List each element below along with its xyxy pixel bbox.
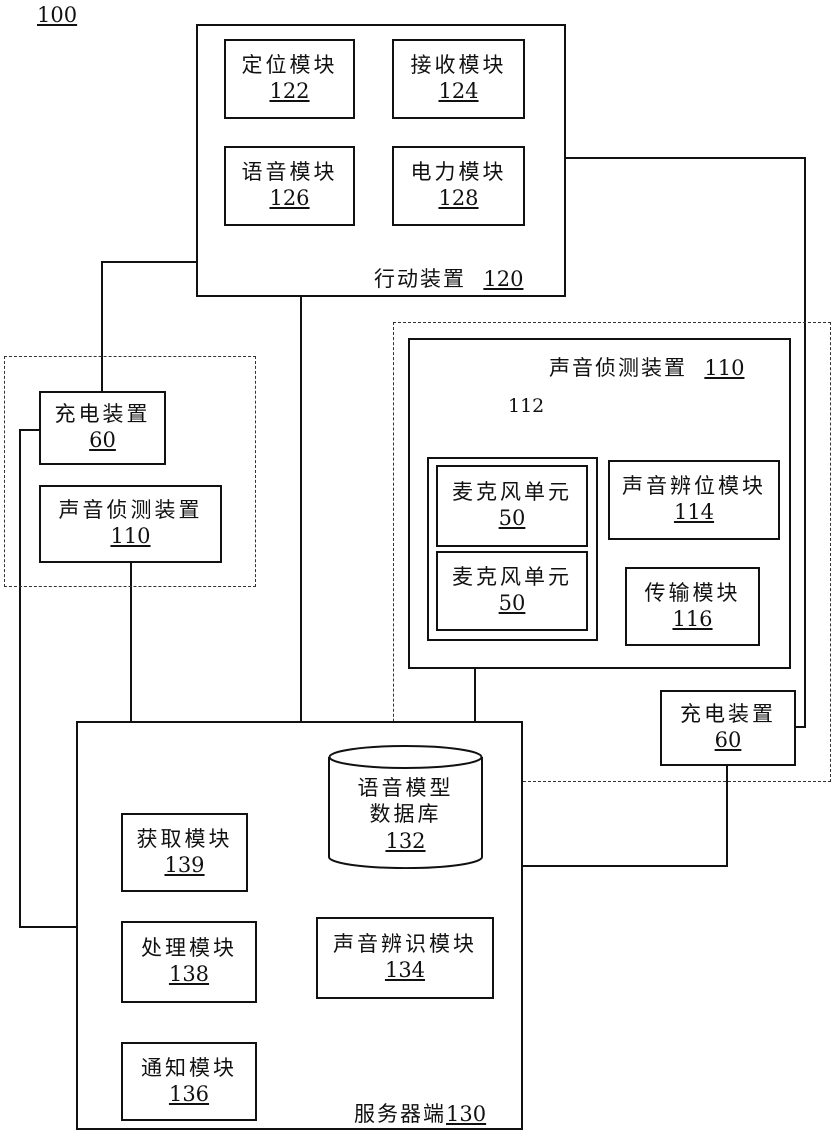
left-charger: 充电装置 60 xyxy=(39,391,166,465)
module-ref: 122 xyxy=(269,78,309,105)
left-sound-detector: 声音侦测装置 110 xyxy=(39,485,222,563)
acquire-ref: 139 xyxy=(164,852,204,879)
database-label-line1: 语音模型 xyxy=(358,775,454,801)
system-ref: 100 xyxy=(37,3,77,27)
recognize-ref: 134 xyxy=(385,957,425,984)
mic-group-ref: 112 xyxy=(508,395,544,417)
server-caption: 服务器端130 xyxy=(354,1098,486,1128)
recognize-label: 声音辨识模块 xyxy=(333,931,477,957)
processing-module: 处理模块 138 xyxy=(121,921,257,1003)
module-ref: 128 xyxy=(438,185,478,212)
right-detector-ref: 110 xyxy=(704,356,744,380)
voice-model-database: 语音模型 数据库 132 xyxy=(328,745,483,869)
voice-module: 语音模块 126 xyxy=(224,146,355,226)
mic-ref: 50 xyxy=(499,590,526,617)
module-label: 电力模块 xyxy=(411,159,507,185)
mobile-device-ref: 120 xyxy=(483,267,523,291)
locator-ref: 114 xyxy=(674,499,714,526)
server-label: 服务器端 xyxy=(354,1102,446,1126)
notify-label: 通知模块 xyxy=(141,1055,237,1081)
module-ref: 126 xyxy=(269,185,309,212)
left-charger-ref: 60 xyxy=(89,427,116,454)
module-label: 语音模块 xyxy=(242,159,338,185)
right-detector-caption: 声音侦测装置 110 xyxy=(549,352,744,382)
right-charger-ref: 60 xyxy=(715,727,742,754)
left-charger-label: 充电装置 xyxy=(55,401,151,427)
transmission-module: 传输模块 116 xyxy=(625,567,760,646)
microphone-unit-1: 麦克风单元 50 xyxy=(436,465,588,547)
mobile-device-label: 行动装置 xyxy=(374,267,466,291)
server-ref: 130 xyxy=(446,1102,486,1126)
mic-label: 麦克风单元 xyxy=(452,479,572,505)
right-charger: 充电装置 60 xyxy=(660,690,796,766)
process-label: 处理模块 xyxy=(141,935,237,961)
notification-module: 通知模块 136 xyxy=(121,1042,257,1121)
sound-recognition-module: 声音辨识模块 134 xyxy=(316,917,494,999)
positioning-module: 定位模块 122 xyxy=(224,39,355,119)
left-detector-label: 声音侦测装置 xyxy=(59,497,203,523)
power-module: 电力模块 128 xyxy=(392,146,525,226)
receiving-module: 接收模块 124 xyxy=(392,39,525,119)
transmitter-ref: 116 xyxy=(672,606,712,633)
process-ref: 138 xyxy=(169,961,209,988)
notify-ref: 136 xyxy=(169,1081,209,1108)
mobile-device-caption: 行动装置 120 xyxy=(374,263,523,293)
module-label: 接收模块 xyxy=(411,52,507,78)
microphone-unit-2: 麦克风单元 50 xyxy=(436,551,588,631)
acquisition-module: 获取模块 139 xyxy=(121,813,248,892)
mic-label: 麦克风单元 xyxy=(452,564,572,590)
module-ref: 124 xyxy=(438,78,478,105)
database-ref: 132 xyxy=(385,828,425,855)
left-detector-ref: 110 xyxy=(110,523,150,550)
module-label: 定位模块 xyxy=(242,52,338,78)
transmitter-label: 传输模块 xyxy=(645,580,741,606)
sound-locating-module: 声音辨位模块 114 xyxy=(608,460,780,540)
right-detector-label: 声音侦测装置 xyxy=(549,356,687,380)
locator-label: 声音辨位模块 xyxy=(622,473,766,499)
right-charger-label: 充电装置 xyxy=(680,701,776,727)
mic-ref: 50 xyxy=(499,505,526,532)
database-label-line2: 数据库 xyxy=(370,801,442,827)
acquire-label: 获取模块 xyxy=(137,826,233,852)
